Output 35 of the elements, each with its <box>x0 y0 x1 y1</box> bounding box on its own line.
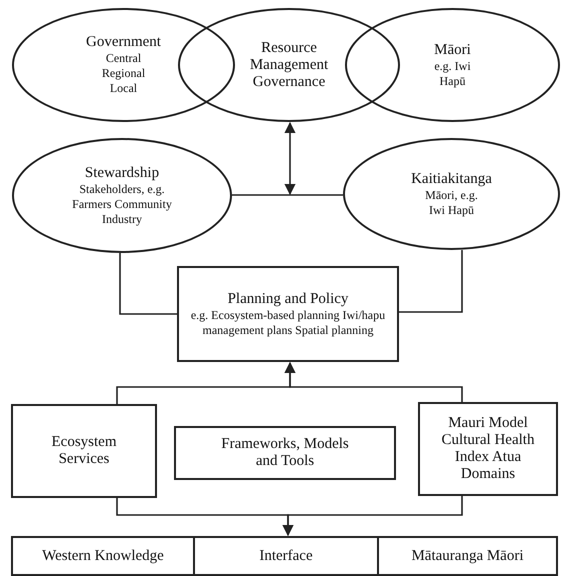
node-label: Resource Management Governance <box>248 40 330 90</box>
node-heading: Māori <box>434 42 471 58</box>
connector-line <box>399 250 463 313</box>
arrow <box>282 496 463 536</box>
ellipse-node <box>178 8 400 122</box>
node-body-text: Stakeholders, e.g. Farmers Community Industry <box>71 182 173 226</box>
process-box <box>11 404 157 498</box>
process-box <box>177 266 399 362</box>
node-label: Mauri Model Cultural Health Index Atua Domains <box>440 415 536 483</box>
process-box <box>174 426 396 480</box>
arrow <box>284 362 463 402</box>
node-label: Mātauranga Māori <box>411 548 524 564</box>
ellipse-node <box>345 8 560 122</box>
arrow <box>284 122 296 196</box>
node-body-text: e.g. Ecosystem-based planning Iwi/hapu management plans Spatial planning <box>190 308 386 338</box>
node-label: Ecosystem Services <box>50 434 118 468</box>
node-body-text: Māori, e.g. Iwi Hapū <box>424 188 479 218</box>
ellipse-node <box>12 8 235 122</box>
table-cell-box <box>377 536 558 576</box>
node-heading: Government <box>86 34 161 51</box>
node-body-text: Central Regional Local <box>100 51 146 96</box>
node-label: Western Knowledge <box>42 548 164 564</box>
node-heading: Stewardship <box>84 164 160 182</box>
ellipse-node <box>12 138 232 253</box>
node-heading: Kaitiakitanga <box>411 170 492 188</box>
process-box <box>418 402 558 496</box>
node-body-text: e.g. Iwi Hapū <box>433 58 472 88</box>
node-heading: Planning and Policy <box>228 290 348 308</box>
connector-line <box>119 253 177 315</box>
node-label: Frameworks, Models and Tools <box>220 436 350 470</box>
ellipse-node <box>343 138 560 250</box>
connector-line <box>232 194 343 196</box>
node-label: Interface <box>259 548 313 564</box>
table-cell-box <box>193 536 379 576</box>
table-cell-box <box>11 536 195 576</box>
